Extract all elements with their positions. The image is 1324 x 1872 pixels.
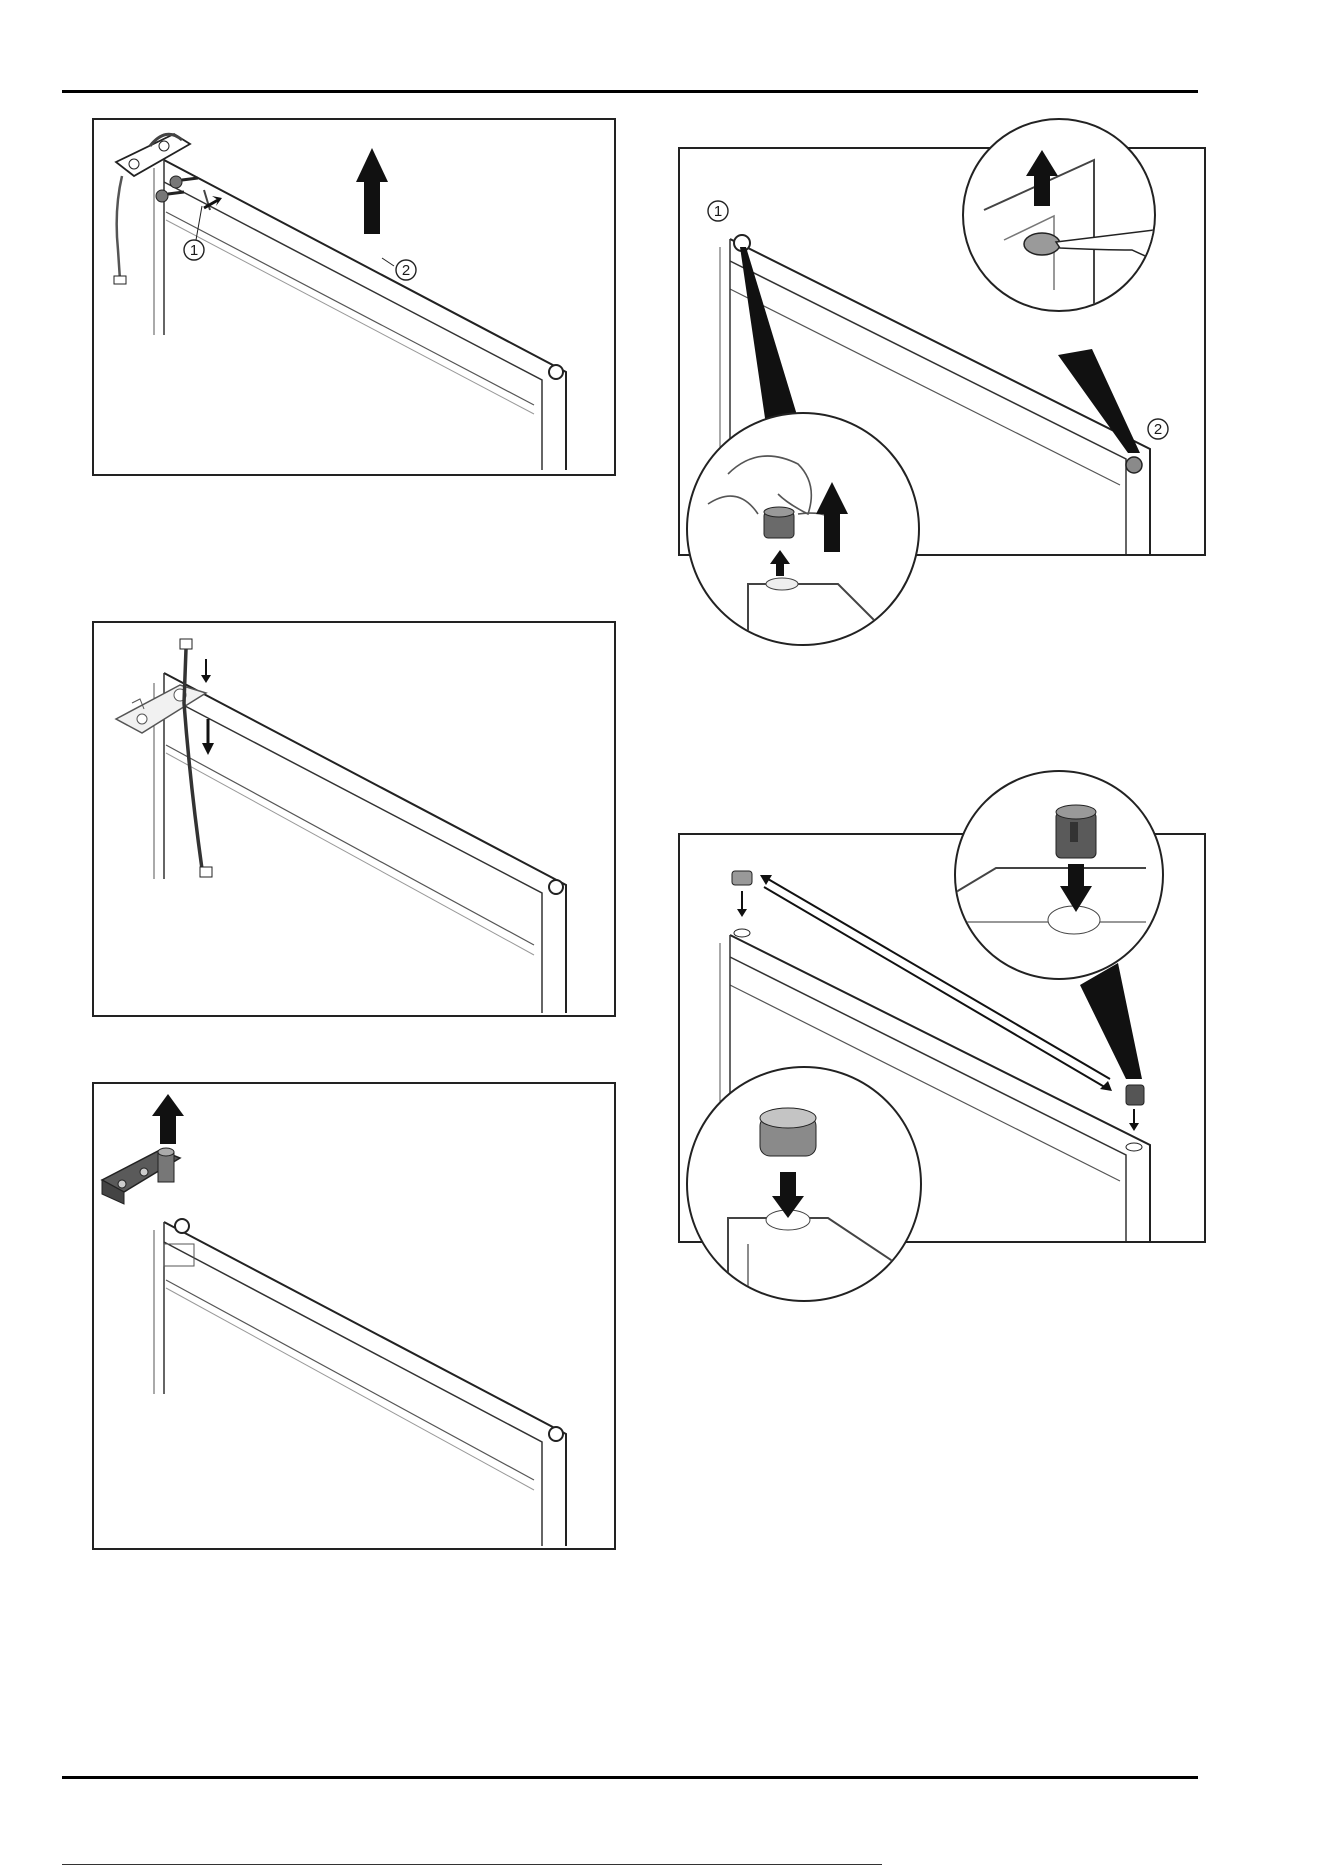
callout-1: 1 xyxy=(708,201,728,221)
zoom-detail-screwdriver xyxy=(962,118,1156,312)
cable-icon xyxy=(180,639,212,877)
down-arrow-icon xyxy=(201,659,211,683)
door-illustration xyxy=(94,1084,614,1548)
lift-arrow-icon xyxy=(356,148,388,234)
svg-text:1: 1 xyxy=(714,203,722,220)
up-arrow-icon xyxy=(770,550,790,576)
zoom-detail-hand-cap xyxy=(686,412,920,646)
down-arrow-icon xyxy=(1129,1109,1139,1131)
hinge-plate-icon xyxy=(116,685,206,733)
corner-hole xyxy=(549,880,563,894)
door-illustration: 1 2 xyxy=(94,120,614,474)
cap-icon xyxy=(1024,233,1060,255)
plug-icon xyxy=(760,1108,816,1156)
screwdriver-icon xyxy=(1056,230,1154,260)
svg-text:1: 1 xyxy=(190,242,198,259)
callout-2: 2 xyxy=(1148,419,1168,439)
down-arrow-icon xyxy=(737,891,747,917)
cap-icon xyxy=(732,871,752,885)
svg-text:2: 2 xyxy=(1154,421,1162,438)
hinge-part-icon xyxy=(102,1148,180,1204)
corner-hole xyxy=(549,365,563,379)
zoom-detail-plug xyxy=(686,1066,922,1302)
cap-icon xyxy=(1126,1085,1144,1105)
hinge-plate-icon xyxy=(114,134,190,284)
down-arrow-icon xyxy=(1060,864,1092,912)
figure-route-cable xyxy=(92,621,616,1017)
lift-arrow-icon xyxy=(152,1094,184,1144)
zoom-detail-insert-cap xyxy=(954,770,1164,980)
corner-hole xyxy=(549,1427,563,1441)
screw-icon xyxy=(170,176,198,188)
down-arrow-icon xyxy=(202,719,214,755)
callout-1: 1 xyxy=(184,206,204,260)
header-rule xyxy=(62,90,1198,93)
svg-text:2: 2 xyxy=(402,262,410,279)
bottom-hairline xyxy=(62,1864,882,1865)
screw-icon xyxy=(156,190,184,202)
figure-remove-hinge xyxy=(92,1082,616,1550)
cap-icon xyxy=(1126,457,1142,473)
figure-remove-hinge-screws: 1 2 xyxy=(92,118,616,476)
door-illustration xyxy=(94,623,614,1015)
lift-arrow-icon xyxy=(816,482,848,552)
cap-icon xyxy=(1056,805,1096,858)
footer-rule xyxy=(62,1776,1198,1779)
corner-hole xyxy=(175,1219,189,1233)
